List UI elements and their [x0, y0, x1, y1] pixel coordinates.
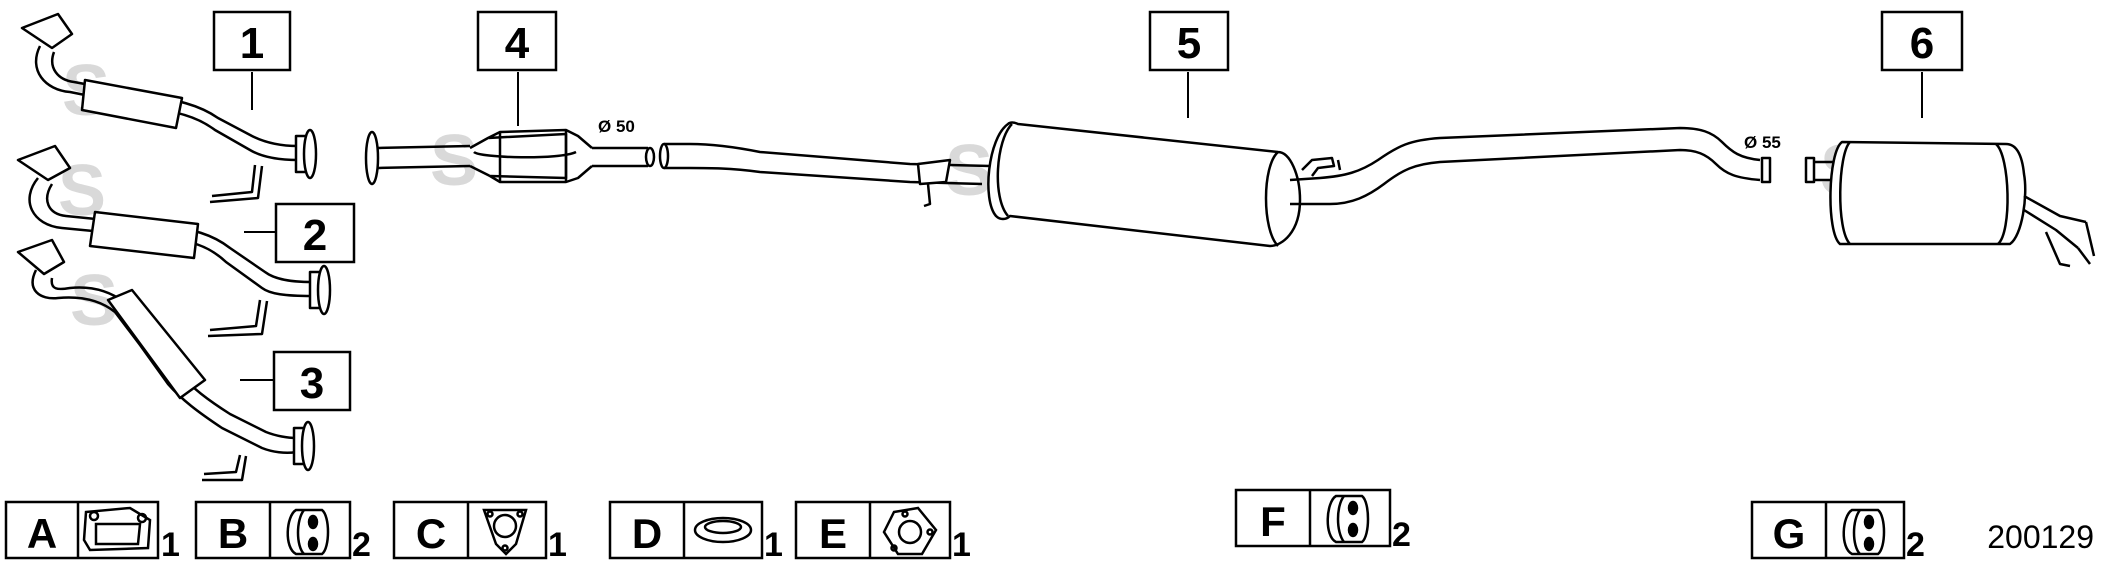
front-pipe-1 [20, 12, 318, 204]
part-2-callout: 2 [244, 202, 356, 264]
part-number-1: 1 [240, 19, 264, 68]
part-3-callout: 3 [240, 350, 352, 412]
rubber-hanger-icon [286, 508, 330, 556]
rubber-hanger-icon [1842, 508, 1886, 556]
part-number-3: 3 [300, 359, 324, 408]
part-number-6: 6 [1910, 19, 1934, 68]
key-box-e: E 1 [794, 500, 971, 562]
key-qty-a: 1 [161, 526, 180, 562]
key-letter-a: A [27, 510, 57, 557]
key-qty-c: 1 [548, 526, 567, 562]
part-5-callout: 5 [1148, 10, 1230, 118]
watermark: S [430, 121, 478, 201]
middle-silencer-5 [658, 121, 1772, 248]
part-6-callout: 6 [1880, 10, 1964, 118]
key-box-g: G 2 [1750, 500, 1925, 562]
watermark: S [945, 131, 993, 211]
key-box-c: C 1 [392, 500, 567, 562]
catalog-number: 200129 [1987, 519, 2094, 555]
diameter-label-50: Ø 50 [598, 117, 635, 136]
key-qty-d: 1 [764, 526, 783, 562]
key-box-f: F 2 [1234, 488, 1411, 554]
key-letter-b: B [218, 510, 248, 557]
key-qty-e: 1 [952, 526, 971, 562]
part-number-4: 4 [505, 19, 530, 68]
key-box-d: D 1 [608, 500, 783, 562]
rear-silencer-6 [1804, 140, 2096, 268]
part-4-callout: 4 [476, 10, 558, 126]
part-number-5: 5 [1177, 19, 1201, 68]
rubber-hanger-icon [1326, 494, 1370, 544]
key-box-b: B 2 [194, 500, 371, 562]
flange-gasket-icon [82, 506, 152, 552]
key-letter-d: D [632, 510, 662, 557]
part-number-2: 2 [303, 211, 327, 260]
key-qty-b: 2 [352, 526, 371, 562]
front-pipe-2 [16, 144, 332, 338]
key-qty-g: 2 [1906, 526, 1925, 562]
ring-gasket-icon [693, 516, 753, 544]
triangular-gasket-icon [482, 508, 528, 556]
three-bolt-gasket-icon [882, 506, 938, 556]
key-letter-f: F [1260, 498, 1286, 545]
key-letter-g: G [1773, 510, 1806, 557]
key-letter-c: C [416, 510, 446, 557]
diameter-label-55: Ø 55 [1744, 133, 1781, 152]
key-qty-f: 2 [1392, 516, 1411, 554]
catalytic-converter-4 [364, 128, 656, 186]
front-pipe-3 [16, 238, 316, 482]
part-1-callout: 1 [212, 10, 292, 110]
key-letter-e: E [819, 510, 847, 557]
key-box-a: A 1 [4, 500, 180, 562]
